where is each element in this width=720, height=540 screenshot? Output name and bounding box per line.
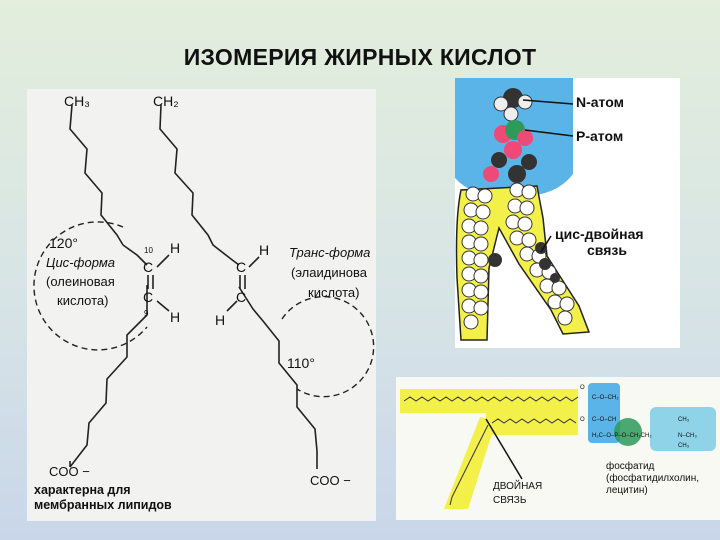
carbon-10-label: 10: [144, 246, 153, 255]
trans-coo-label: COO −: [310, 473, 351, 488]
phosphatide-label-3: лецитин): [606, 485, 648, 496]
double-bond-label: ДВОЙНАЯ: [493, 481, 543, 492]
svg-text:O: O: [580, 417, 585, 423]
cis-trans-structure-panel: CH₃ CH₂ 120° Цис-форма (олеиновая кислот…: [27, 89, 376, 521]
membrane-lipids-caption: характерна для мембранных липидов: [34, 483, 172, 513]
cis-trans-structure-drawing: [33, 104, 375, 469]
caption-line-2: мембранных липидов: [34, 498, 172, 512]
trans-form-name-2: кислота): [308, 285, 360, 300]
cis-h-atom-top: H: [170, 240, 181, 256]
cis-double-bond-label: цис-двойная: [555, 226, 644, 242]
slide-title: ИЗОМЕРИЯ ЖИРНЫХ КИСЛОТ: [183, 44, 537, 70]
trans-chain-upper: [159, 104, 240, 266]
svg-text:C–O–CH: C–O–CH: [592, 417, 616, 423]
svg-text:O: O: [580, 385, 585, 391]
svg-text:N–CH₃: N–CH₃: [678, 433, 697, 439]
cis-form-name: (олеиновая: [46, 274, 115, 289]
cis-angle-label: 120°: [49, 235, 78, 251]
cis-coo-label: COO −: [49, 464, 90, 479]
cis-double-bond-label-2: связь: [587, 242, 627, 258]
carbon-9-label: 9: [144, 309, 149, 318]
phosphatide-label-2: (фосфатидилхолин,: [606, 473, 700, 484]
trans-h-atom-top: H: [259, 242, 270, 258]
trans-chain-lower: [238, 286, 318, 452]
cis-chain-upper: [69, 104, 124, 246]
svg-text:C–O–CH₂: C–O–CH₂: [592, 395, 619, 401]
lipid-space-filling-model-panel: N-атом P-атом цис-двойная связь: [455, 78, 680, 348]
n-atom-label: N-атом: [576, 94, 624, 110]
trans-form-name: (элаидинова: [291, 265, 368, 280]
cis-form-label: Цис-форма: [46, 255, 115, 270]
cis-form-name-2: кислота): [57, 293, 109, 308]
cis-chain-lower: [69, 314, 148, 468]
lipid-model-drawing: [455, 78, 591, 341]
trans-c-atom-top: C: [236, 259, 247, 275]
phosphatide-label: фосфатид: [606, 461, 655, 472]
svg-text:H₂C–O–P–O–CH₂CH₂: H₂C–O–P–O–CH₂CH₂: [592, 433, 652, 439]
p-atom-label: P-атом: [576, 128, 624, 144]
svg-text:CH₃: CH₃: [678, 443, 690, 449]
cis-h-atom-bottom: H: [170, 309, 181, 325]
double-bond-label-2: СВЯЗЬ: [493, 495, 527, 506]
trans-ch3-label: CH₂: [153, 93, 179, 109]
trans-h-atom-bottom: H: [215, 312, 226, 328]
phosphatide-drawing: O O C–O–CH₂ C–O–CH H₂C–O–P–O–CH₂CH₂ CH₃ …: [400, 383, 716, 509]
trans-c-atom-bottom: C: [236, 289, 247, 305]
cis-ch3-label: CH₃: [64, 93, 90, 109]
cis-c-atom-top: C: [143, 259, 154, 275]
trans-form-label: Транс-форма: [289, 245, 371, 260]
svg-text:CH₃: CH₃: [678, 417, 690, 423]
cis-c-atom-bottom: C: [143, 289, 154, 305]
phosphatide-structure-panel: O O C–O–CH₂ C–O–CH H₂C–O–P–O–CH₂CH₂ CH₃ …: [396, 377, 720, 520]
caption-line-1: характерна для: [34, 483, 131, 497]
trans-angle-label: 110°: [287, 355, 315, 371]
